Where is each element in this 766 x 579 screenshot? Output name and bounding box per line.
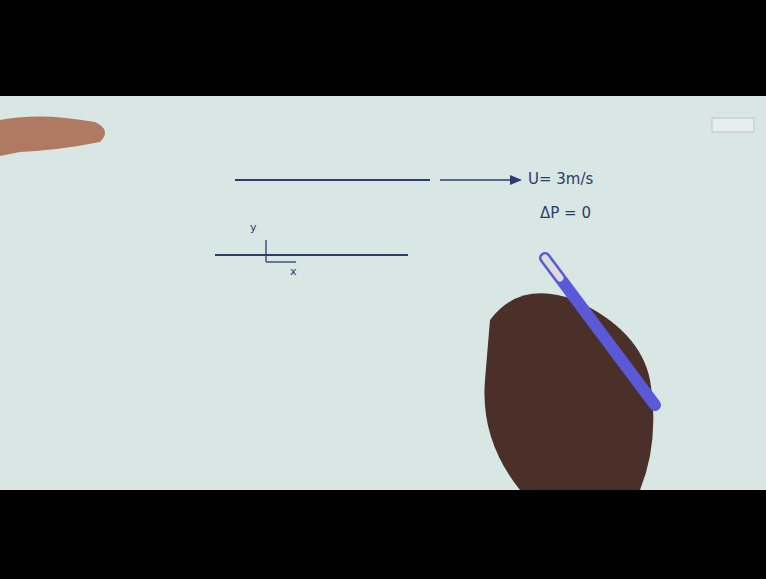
whiteboard: [0, 96, 766, 490]
handwritten-label: U= 3m/s: [528, 172, 593, 187]
y-axis: [265, 240, 266, 262]
velocity-arrow: [440, 179, 512, 181]
handwritten-label: y: [250, 222, 257, 233]
hand: [0, 116, 105, 156]
bottom-bar: [0, 490, 766, 579]
hand: [484, 293, 653, 490]
logo-mark: [712, 118, 754, 132]
top-plate: [235, 179, 430, 181]
top-bar: [0, 0, 766, 96]
handwritten-label: ΔP = 0: [540, 206, 591, 221]
pen-tip: [545, 258, 560, 278]
arrow-head: [510, 175, 522, 185]
handwritten-label: x: [290, 266, 297, 277]
bottom-plate: [215, 254, 408, 256]
pen: [545, 258, 655, 405]
x-axis: [266, 261, 296, 262]
